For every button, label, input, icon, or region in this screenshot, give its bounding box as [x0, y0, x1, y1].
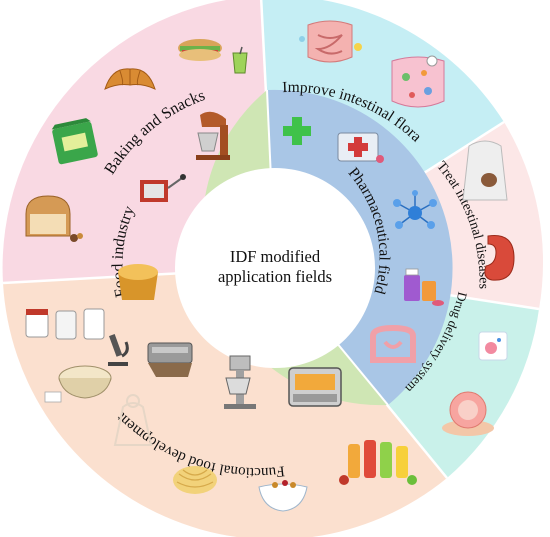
deep-fryer-icon — [288, 367, 342, 407]
green-drink-icon — [232, 46, 248, 74]
medicine-kit-icon — [337, 132, 384, 163]
intestine-icon — [299, 20, 362, 63]
snack-bag-icon — [51, 118, 98, 165]
supplement-jars-icon — [25, 308, 105, 340]
sandwich-icon — [178, 39, 222, 61]
pasta-machine-icon — [140, 174, 186, 202]
colon-icon — [370, 324, 416, 363]
body-outline-icon — [113, 394, 153, 446]
cereal-bowl-icon — [258, 480, 308, 512]
center-title-line2: application fields — [218, 267, 332, 286]
commercial-mixer-icon — [224, 355, 256, 409]
juice-bottles-icon — [339, 440, 417, 485]
green-cross-icon — [283, 117, 311, 145]
stomach-icon — [484, 234, 515, 281]
stand-mixer-icon — [196, 111, 230, 160]
sponge-cake-icon — [118, 264, 158, 300]
noodles-icon — [173, 466, 217, 494]
torso-icon — [462, 140, 508, 201]
gut-bacteria-icon — [391, 55, 445, 108]
dough-roller-icon — [147, 342, 193, 377]
croissant-icon — [104, 68, 156, 90]
molecule-icon — [393, 190, 437, 229]
center-disc — [175, 168, 375, 368]
pill-bottles-icon — [404, 268, 444, 306]
center-title-line1: IDF modified — [230, 247, 321, 266]
bread-loaf-icon — [25, 195, 83, 242]
microscope-icon — [108, 334, 129, 366]
capsule-card-icon — [478, 331, 508, 361]
nanoparticle-hand-icon — [442, 391, 494, 436]
oat-bowl-icon — [44, 365, 112, 403]
